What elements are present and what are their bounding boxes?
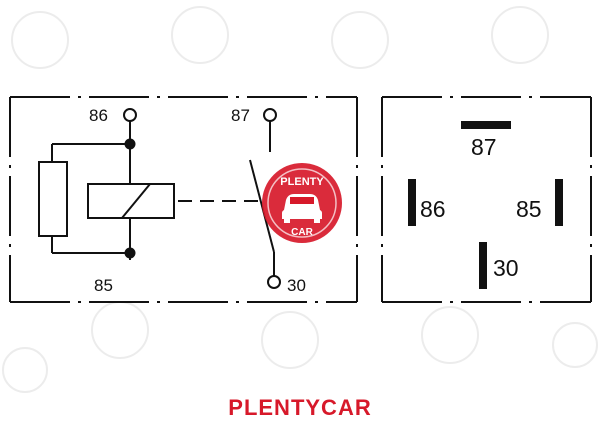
- schematic-frame: [9, 96, 358, 303]
- car-icon: [282, 194, 322, 223]
- footer: PLENTYCAR: [0, 395, 600, 425]
- watermark-pattern: [2, 6, 598, 393]
- logo-text-top: PLENTY: [280, 176, 324, 188]
- blade-87: [461, 121, 511, 129]
- blade-30: [479, 242, 487, 289]
- blade-86: [408, 179, 416, 226]
- socket-85-label: 85: [516, 196, 542, 222]
- pin-30-label: 30: [287, 276, 306, 295]
- plentycar-logo: PLENTY CAR: [262, 163, 342, 243]
- socket-87-label: 87: [471, 134, 497, 160]
- socket-frame: [381, 96, 592, 303]
- socket-30-label: 30: [493, 255, 519, 281]
- pin-87-label: 87: [231, 106, 250, 125]
- socket-86-label: 86: [420, 196, 446, 222]
- socket-pins: [408, 121, 563, 289]
- blade-85: [555, 179, 563, 226]
- relay-diagram: 86 85 87 30 PLENTY CAR: [2, 6, 598, 393]
- pin-85-label: 85: [94, 276, 113, 295]
- pin-86-label: 86: [89, 106, 108, 125]
- switch-contact: [249, 108, 281, 289]
- brand-wordmark: PLENTYCAR: [228, 395, 372, 420]
- coil-circuit: [38, 108, 175, 260]
- logo-text-bottom: CAR: [291, 227, 313, 238]
- diagram-canvas: 86 85 87 30 PLENTY CAR: [2, 6, 598, 393]
